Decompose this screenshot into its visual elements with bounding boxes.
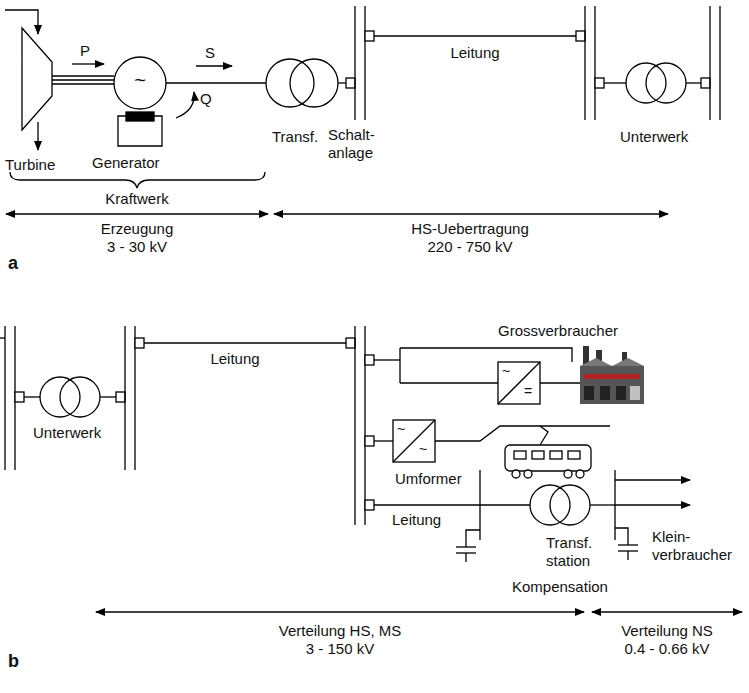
label: Grossverbraucher xyxy=(498,322,618,340)
label: a xyxy=(8,254,18,272)
label: Verteilung HS, MS xyxy=(279,622,402,640)
label: Leitung xyxy=(450,44,499,62)
label: Q xyxy=(200,90,212,108)
label: Unterwerk xyxy=(620,128,688,146)
label: Transf. station xyxy=(546,534,604,570)
label: Umformer xyxy=(395,470,462,488)
train-icon xyxy=(505,426,591,478)
label: ~ xyxy=(397,420,405,438)
label: ~ xyxy=(502,362,510,380)
label: ~ xyxy=(134,71,146,89)
label: ~ xyxy=(419,440,427,458)
label: HS-Uebertragung xyxy=(411,220,529,238)
label: Kraftwerk xyxy=(105,190,168,208)
label: S xyxy=(205,44,215,62)
factory-icon xyxy=(580,346,644,404)
label: b xyxy=(8,652,19,670)
label: Unterwerk xyxy=(33,424,101,442)
label: Klein- verbraucher xyxy=(652,528,742,564)
label: 220 - 750 kV xyxy=(427,238,512,256)
label: Generator xyxy=(92,154,160,172)
label: Turbine xyxy=(5,156,55,174)
label: Erzeugung xyxy=(101,220,174,238)
label: 3 - 150 kV xyxy=(306,640,374,658)
label: = xyxy=(524,382,532,400)
label: 0.4 - 0.66 kV xyxy=(624,640,709,658)
label: P xyxy=(80,42,90,60)
label: Leitung xyxy=(210,350,259,368)
label: 3 - 30 kV xyxy=(107,238,167,256)
label: Schalt- anlage xyxy=(328,126,388,162)
label: Transf. xyxy=(272,128,318,146)
label: Verteilung NS xyxy=(621,622,713,640)
label: Leitung xyxy=(392,511,441,529)
label: Kompensation xyxy=(512,578,608,596)
